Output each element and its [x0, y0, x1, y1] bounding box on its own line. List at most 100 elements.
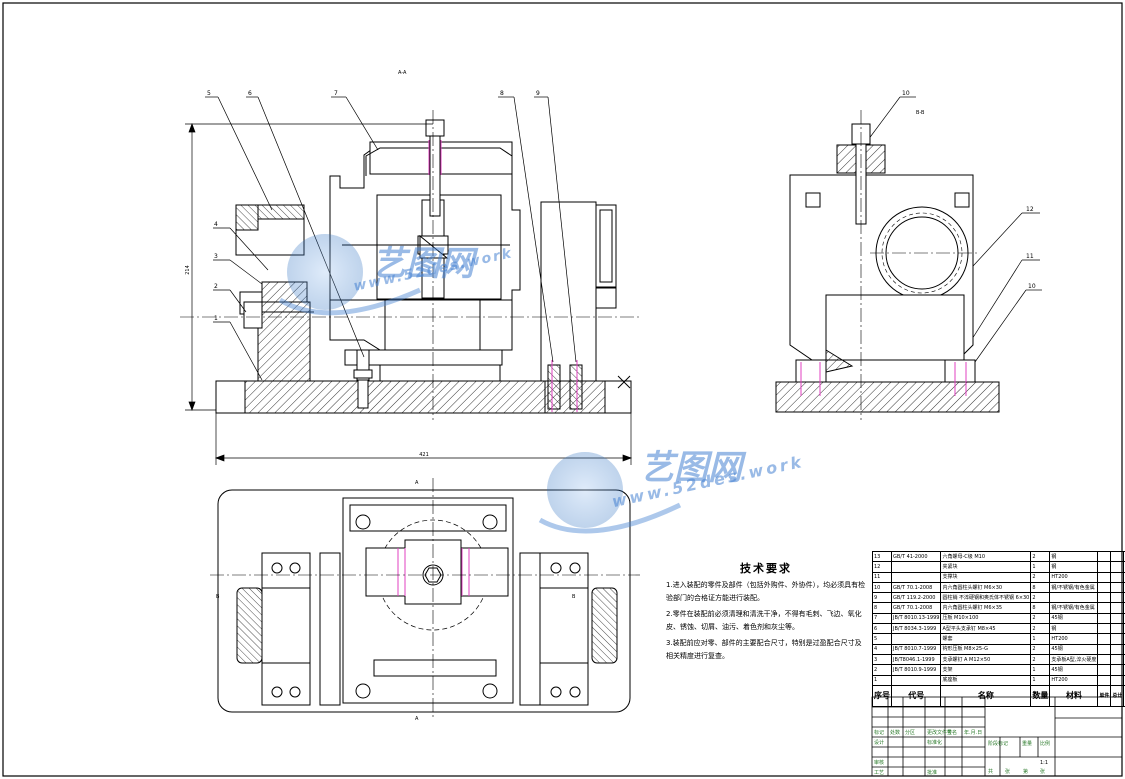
bom-cell: JB/T 8010.7-1999 — [890, 643, 942, 655]
bom-cell: 圆柱销 不淬硬钢和奥氏体不锈钢 6×30 — [940, 592, 1032, 604]
width-dimension: 421 — [419, 452, 429, 458]
bom-cell — [1097, 623, 1112, 635]
bom-cell: 8 — [872, 602, 892, 614]
part-label-6: 6 — [248, 90, 252, 97]
watermark-brand-2: 艺图网 — [640, 448, 742, 488]
title-block-label: 分区 — [905, 730, 916, 736]
plan-mark-left: B — [216, 594, 220, 600]
bom-cell: 2 — [1030, 592, 1051, 604]
bom-cell: 2 — [1030, 550, 1051, 563]
bom-cell: HT200 — [1049, 674, 1099, 686]
part-label-10: 10 — [1028, 283, 1036, 290]
side-view — [775, 110, 1000, 420]
watermark-logo — [278, 234, 682, 534]
part-label-1: 1 — [214, 315, 218, 322]
bom-cell: HT200 — [1049, 633, 1099, 645]
bom-cell: 45钢 — [1049, 664, 1099, 676]
plan-mark-right: B — [572, 594, 576, 600]
bom-cell — [1097, 612, 1112, 625]
tech-requirement-2: 2.零件在装配前必须清理和清洗干净，不得有毛刺、飞边、氧化皮、锈蚀、切屑、油污、… — [666, 610, 862, 631]
bom-cell: 钢 — [1049, 561, 1099, 573]
title-block-label: 处数 — [890, 730, 901, 736]
title-block — [871, 696, 1123, 777]
bom-cell — [890, 561, 942, 573]
bom-cell — [1097, 633, 1112, 645]
bom-cell — [1097, 602, 1112, 614]
bom-cell: 六角螺母-C级 M10 — [940, 550, 1032, 563]
bom-cell: 45钢 — [1049, 612, 1099, 625]
bom-cell — [1110, 643, 1125, 655]
part-label-5: 5 — [207, 90, 211, 97]
bom-cell: 螺套 — [940, 633, 1032, 645]
title-block-label: 更改文件号 — [927, 730, 953, 736]
bom-cell — [1110, 633, 1125, 645]
bom-cell: 45钢 — [1049, 643, 1099, 655]
bom-cell — [890, 674, 942, 686]
bom-cell — [1110, 571, 1125, 583]
bom-cell: 内六角圆柱头螺钉 M6×35 — [940, 602, 1032, 614]
bom-cell: 压板 M10×100 — [940, 612, 1032, 625]
bom-cell: 5 — [872, 633, 892, 645]
section-mark-side: B-B — [916, 110, 925, 116]
part-label-4: 4 — [214, 221, 218, 228]
title-block-label: 重量 — [1022, 741, 1033, 747]
bom-cell: GB/T 70.1-2008 — [890, 581, 942, 594]
watermark-brand-1: 艺图网 — [372, 244, 474, 284]
bom-cell — [1110, 612, 1125, 625]
bom-cell — [1110, 623, 1125, 635]
bom-cell — [1110, 561, 1125, 573]
bom-cell: 夹紧块 — [940, 561, 1032, 573]
bom-cell: 2 — [872, 664, 892, 676]
bom-cell — [1110, 592, 1125, 604]
bom-cell: 内六角圆柱头螺钉 M6×30 — [940, 581, 1032, 594]
bom-cell: GB/T 119.2-2000 — [890, 592, 942, 604]
bom-cell — [1123, 674, 1125, 686]
plan-view — [210, 478, 640, 720]
bom-cell — [1097, 592, 1112, 604]
technical-requirements: 技术要求 1.进入装配的零件及部件（包括外购件、外协件），均必须具有检验部门的合… — [666, 560, 866, 663]
bom-cell: 钢 — [1049, 550, 1099, 563]
title-block-label: 审核 — [874, 760, 885, 766]
bom-cell: GB/T 41-2000 — [890, 550, 942, 563]
bom-cell: GB/T 70.1-2008 — [890, 602, 942, 614]
title-block-label: 张 — [1005, 769, 1011, 775]
bom-cell: 9 — [872, 592, 892, 604]
title-block-label: 张 — [1040, 769, 1046, 775]
bom-cell — [1049, 592, 1099, 604]
bom-cell: A型平头支承钉 M8×45 — [940, 623, 1032, 635]
bom-cell — [1110, 602, 1125, 614]
bom-cell: 2 — [1030, 612, 1051, 625]
bom-cell: 支撑块 — [940, 571, 1032, 583]
title-block-label: 签名 — [947, 730, 958, 736]
part-label-11: 11 — [1026, 253, 1034, 260]
bom-cell: 1 — [872, 674, 892, 686]
plan-mark-top: A — [415, 480, 419, 486]
tech-requirement-3: 3.装配前应对零、部件的主要配合尺寸，特别是过盈配合尺寸及相关精度进行复查。 — [666, 639, 862, 660]
tech-requirement-1: 1.进入装配的零件及部件（包括外购件、外协件），均必须具有检验部门的合格证方能进… — [666, 581, 866, 602]
bom-cell: 10 — [872, 581, 892, 594]
bom-cell: 钢 — [1049, 623, 1099, 635]
title-block-label: 批准 — [927, 770, 938, 776]
tech-requirements-title: 技术要求 — [740, 562, 792, 575]
title-block-label: 设计 — [874, 740, 885, 746]
bom-cell — [1097, 571, 1112, 583]
bom-cell: JB/T 8034.3-1999 — [890, 623, 942, 635]
part-label-12: 12 — [1026, 206, 1034, 213]
bom-header-cell: 名称 — [940, 684, 1032, 707]
title-block-label: 共 — [988, 769, 994, 775]
bom-cell: 13 — [872, 550, 892, 563]
bom-cell — [1110, 653, 1125, 666]
bom-header-cell: 总计 — [1110, 684, 1125, 707]
bom-header-cell: 数量 — [1030, 684, 1051, 707]
bom-cell — [1097, 581, 1112, 594]
